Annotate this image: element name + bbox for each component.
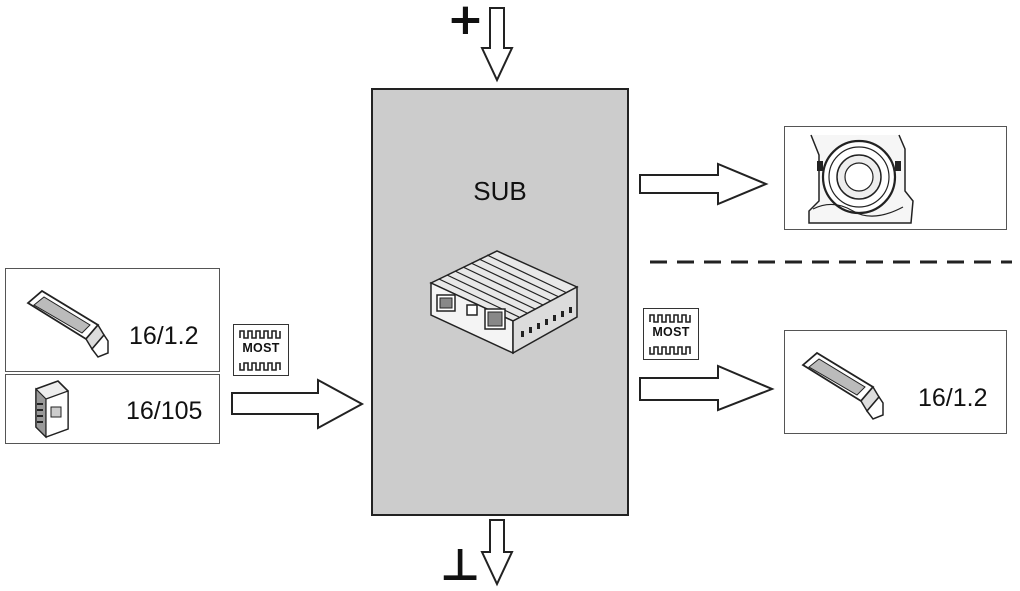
most-label: MOST [652, 325, 690, 339]
most-label: MOST [242, 341, 280, 355]
waveform-icon [239, 362, 281, 371]
input-device-1: 16/1.2 [5, 268, 220, 372]
waveform-icon [239, 330, 281, 339]
speaker-output-arrow [639, 162, 769, 206]
ground-arrow [480, 519, 514, 587]
output-subwoofer [784, 126, 1007, 230]
most-output-arrow [639, 364, 775, 412]
plus-symbol: + [447, 0, 484, 45]
power-in-arrow [480, 7, 514, 83]
subwoofer-speaker-icon [808, 134, 914, 224]
head-unit-icon [801, 351, 884, 420]
control-module-icon [35, 380, 69, 439]
output-device-headunit: 16/1.2 [784, 330, 1007, 434]
input-device-2-label: 16/105 [126, 397, 203, 425]
waveform-icon [649, 346, 691, 355]
most-bus-badge-output: MOST [643, 308, 699, 360]
waveform-icon [649, 314, 691, 323]
most-bus-badge-input: MOST [233, 324, 289, 376]
output-device-label: 16/1.2 [918, 384, 988, 412]
sub-title: SUB [473, 176, 527, 206]
input-arrow [231, 378, 365, 430]
input-device-1-label: 16/1.2 [129, 322, 199, 350]
amplifier-icon [429, 250, 579, 355]
input-device-2: 16/105 [5, 374, 220, 444]
ground-symbol: ⊥ [440, 540, 481, 591]
head-unit-icon [26, 289, 109, 358]
sub-module: SUB [371, 88, 629, 516]
